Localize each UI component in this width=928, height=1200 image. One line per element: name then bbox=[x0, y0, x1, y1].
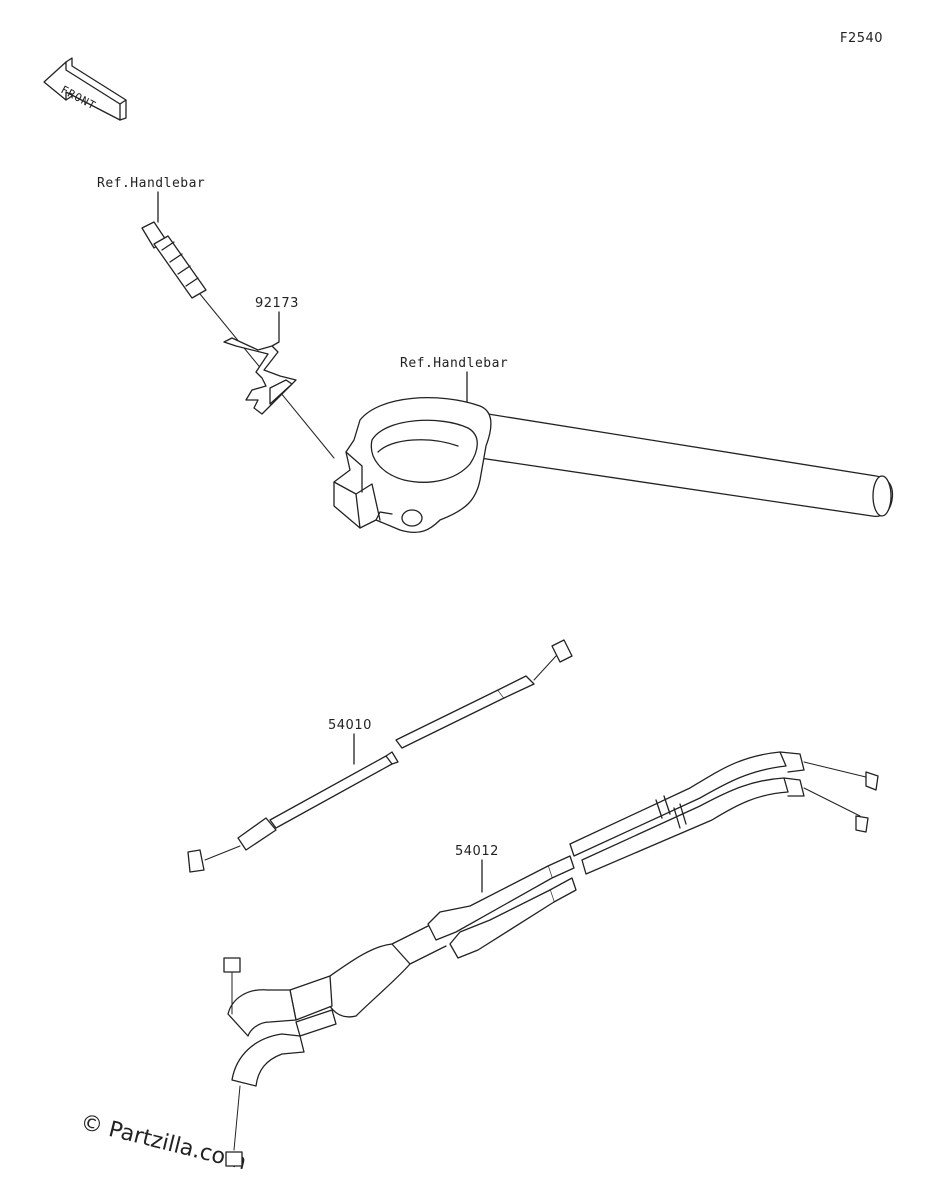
callout-54012: 54012 bbox=[455, 844, 499, 859]
handlebar-assembly bbox=[334, 398, 892, 533]
callout-54010: 54010 bbox=[328, 718, 372, 733]
figure-code: F2540 bbox=[840, 31, 884, 46]
clip-92173 bbox=[224, 338, 296, 414]
leader-lines bbox=[158, 192, 482, 892]
handlebar-bolt bbox=[142, 222, 334, 458]
choke-cable-54010 bbox=[188, 640, 572, 872]
callout-92173: 92173 bbox=[255, 296, 299, 311]
callout-handlebar-ref: Ref.Handlebar bbox=[400, 356, 509, 371]
front-arrow-icon: FRONT bbox=[44, 58, 126, 120]
throttle-cable-54012 bbox=[224, 752, 878, 1166]
callout-handlebar-bolt-ref: Ref.Handlebar bbox=[97, 176, 206, 191]
